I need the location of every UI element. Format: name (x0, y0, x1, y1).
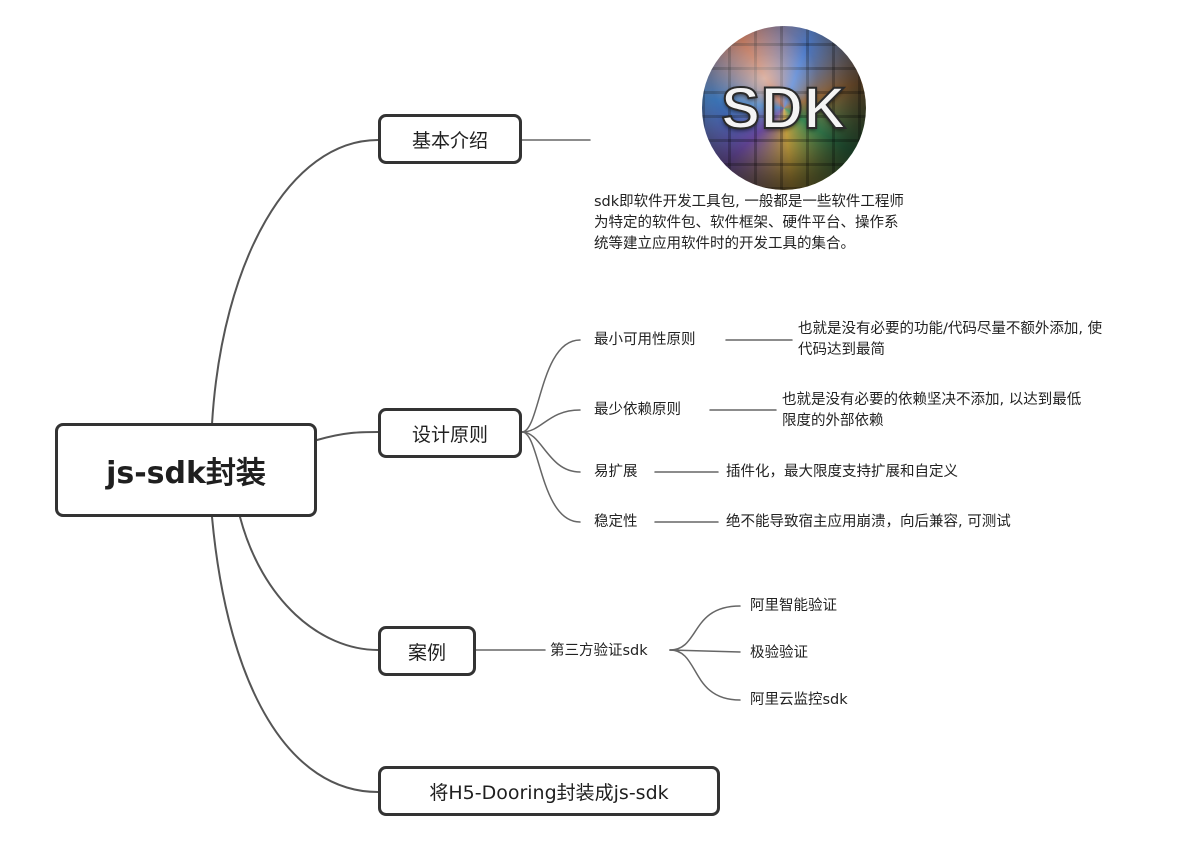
connector-design-p2 (521, 409, 581, 433)
topic-case-label: 案例 (407, 641, 446, 664)
principle-name[interactable]: 稳定性 (594, 514, 638, 530)
topic-case[interactable]: 案例 (378, 626, 476, 676)
case-subtopic[interactable]: 第三方验证sdk (550, 643, 648, 659)
principle-desc: 也就是没有必要的功能/代码尽量不额外添加, 使 代码达到最简 (798, 319, 1188, 361)
principle-desc: 绝不能导致宿主应用崩溃，向后兼容, 可测试 (726, 514, 1011, 530)
intro-description-line: 为特定的软件包、软件框架、硬件平台、操作系 (594, 215, 899, 231)
topic-design-principles[interactable]: 设计原则 (378, 408, 522, 458)
connector-sub-item1 (669, 605, 741, 651)
intro-description-line: 统等建立应用软件时的开发工具的集合。 (594, 236, 855, 252)
sdk-sphere-text: SDK (720, 75, 847, 142)
principle-desc-line: 也就是没有必要的依赖坚决不添加, 以达到最低 (782, 392, 1082, 408)
sdk-sphere-icon: SDK (702, 26, 866, 190)
topic-design-label: 设计原则 (411, 423, 488, 446)
case-item[interactable]: 阿里云监控sdk (750, 692, 848, 708)
topic-h5-label: 将H5-Dooring封装成js-sdk (429, 781, 669, 804)
intro-description: sdk即软件开发工具包, 一般都是一些软件工程师 为特定的软件包、软件框架、硬件… (594, 192, 994, 255)
topic-h5-dooring[interactable]: 将H5-Dooring封装成js-sdk (378, 766, 720, 816)
connector-design-p3 (521, 431, 581, 473)
principle-desc: 插件化，最大限度支持扩展和自定义 (726, 464, 958, 480)
case-item[interactable]: 阿里智能验证 (750, 598, 837, 614)
principle-desc-line: 代码达到最简 (798, 342, 885, 358)
connector-root-design (316, 431, 379, 441)
topic-intro-label: 基本介绍 (411, 129, 488, 152)
connector-root-case (239, 516, 379, 651)
principle-name[interactable]: 最小可用性原则 (594, 332, 696, 348)
connector-sub-item2 (669, 649, 741, 653)
connector-root-intro (211, 139, 379, 425)
principle-desc: 也就是没有必要的依赖坚决不添加, 以达到最低 限度的外部依赖 (782, 390, 1182, 432)
root-topic[interactable]: js-sdk封装 (55, 423, 317, 517)
topic-intro[interactable]: 基本介绍 (378, 114, 522, 164)
principle-desc-line: 限度的外部依赖 (782, 413, 884, 429)
connector-design-p4 (521, 431, 581, 523)
root-topic-label: js-sdk封装 (106, 456, 266, 491)
principle-desc-line: 也就是没有必要的功能/代码尽量不额外添加, 使 (798, 321, 1103, 337)
principle-name[interactable]: 最少依赖原则 (594, 402, 681, 418)
case-item[interactable]: 极验验证 (750, 645, 808, 661)
intro-description-line: sdk即软件开发工具包, 一般都是一些软件工程师 (594, 194, 904, 210)
connector-design-p1 (521, 339, 581, 433)
connector-root-h5 (211, 516, 379, 793)
principle-name[interactable]: 易扩展 (594, 464, 638, 480)
connector-sub-item3 (669, 649, 741, 701)
